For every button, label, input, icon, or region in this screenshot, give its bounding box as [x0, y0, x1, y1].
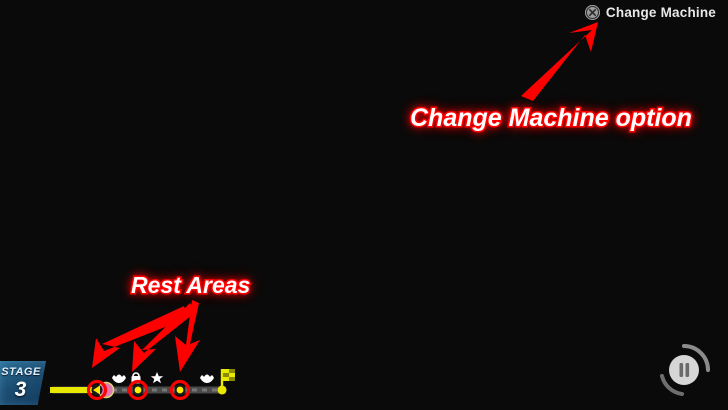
bat-enemy-icon	[112, 374, 126, 383]
change-machine-prompt[interactable]: Change Machine	[584, 5, 716, 20]
annotation-change-machine-option: Change Machine option	[409, 103, 694, 134]
stage-number: 3	[14, 377, 27, 401]
stage-indicator: STAGE 3	[0, 361, 46, 405]
player-position-marker	[86, 379, 108, 401]
bat-enemy-icon	[200, 374, 214, 383]
change-machine-label: Change Machine	[605, 5, 716, 20]
star-icon	[150, 372, 164, 384]
checkered-flag-icon	[217, 369, 235, 395]
pause-icon	[679, 363, 690, 377]
annotation-rest-areas: Rest Areas	[129, 271, 251, 300]
stage-label: STAGE	[1, 365, 41, 378]
arrow-pointing-to-change-machine	[521, 22, 598, 101]
xbox-x-button-icon	[584, 5, 600, 20]
pause-button[interactable]	[656, 342, 712, 398]
stage-progress-track	[50, 369, 235, 401]
rest-area-node[interactable]	[127, 379, 149, 401]
rest-area-node[interactable]	[169, 379, 191, 401]
